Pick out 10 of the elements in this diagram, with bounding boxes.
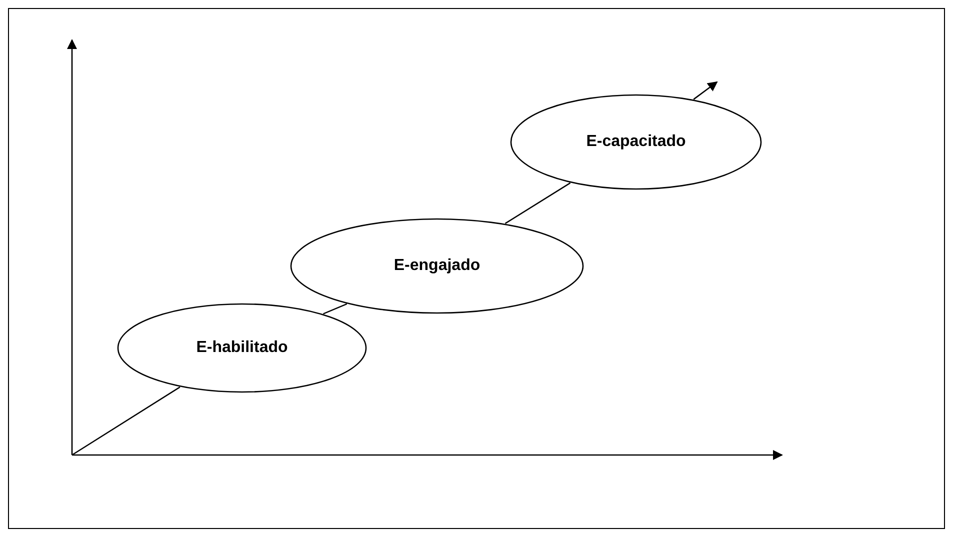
node-label: E-capacitado — [586, 133, 686, 151]
connector-line — [323, 303, 348, 314]
node-label: E-engajado — [394, 257, 480, 275]
ellipse-node — [510, 94, 762, 190]
connector-line — [72, 386, 180, 456]
node-label: E-habilitado — [196, 339, 288, 357]
connector-line — [504, 182, 571, 224]
arrow — [693, 81, 718, 100]
ellipse-node — [290, 218, 584, 314]
ellipse-node — [117, 303, 367, 393]
